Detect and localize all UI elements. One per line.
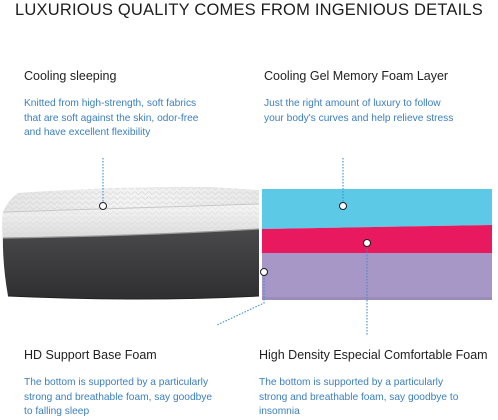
callout-dot-support [260, 268, 268, 276]
callout-dot-comfort [363, 239, 371, 247]
description-line: strong and breathable foam, say goodbye … [259, 391, 459, 418]
description-line: The bottom is supported by a particularl… [259, 377, 444, 388]
gel-memory-foam-layer [262, 189, 492, 229]
comfortable-foam-block: High Density Especial Comfortable Foam T… [259, 348, 498, 420]
description-line: your body's curves and help relieve stre… [264, 112, 454, 124]
description-line: and have excellent flexibility [24, 127, 151, 138]
cooling-sleeping-title: Cooling sleeping [24, 69, 117, 83]
mattress-cover-section [2, 186, 260, 239]
support-foam-layer [262, 253, 492, 297]
mattress-base-section [2, 226, 260, 300]
description-line: that are soft against the skin, odor-fre… [24, 112, 199, 124]
gel-memory-foam-title: Cooling Gel Memory Foam Layer [264, 69, 449, 83]
callout-dot-cover [99, 202, 107, 210]
description-line: Just the right amount of luxury to follo… [264, 98, 441, 109]
comfortable-foam-description: The bottom is supported by a particularl… [259, 376, 498, 420]
cooling-sleeping-description: Knitted from high-strength, soft fabrics… [24, 97, 254, 141]
description-line: to falling sleep [24, 406, 90, 417]
callout-dot-gel [339, 202, 347, 210]
gel-memory-foam-block: Cooling Gel Memory Foam Layer Just the r… [264, 69, 494, 126]
support-base-foam-block: HD Support Base Foam The bottom is suppo… [24, 348, 259, 420]
page-headline: LUXURIOUS QUALITY COMES FROM INGENIOUS D… [15, 1, 483, 19]
callout-lines [102, 158, 368, 335]
description-line: Knitted from high-strength, soft fabrics [24, 98, 197, 109]
support-base-foam-description: The bottom is supported by a particularl… [24, 376, 259, 420]
comfortable-foam-title: High Density Especial Comfortable Foam [259, 348, 488, 362]
support-base-foam-title: HD Support Base Foam [24, 348, 157, 362]
description-line: strong and breathable foam, say goodbye [24, 391, 213, 403]
gel-memory-foam-description: Just the right amount of luxury to follo… [264, 97, 494, 126]
description-line: The bottom is supported by a particularl… [24, 377, 209, 388]
comfort-foam-layer [262, 225, 492, 253]
cooling-sleeping-block: Cooling sleeping Knitted from high-stren… [24, 69, 254, 141]
